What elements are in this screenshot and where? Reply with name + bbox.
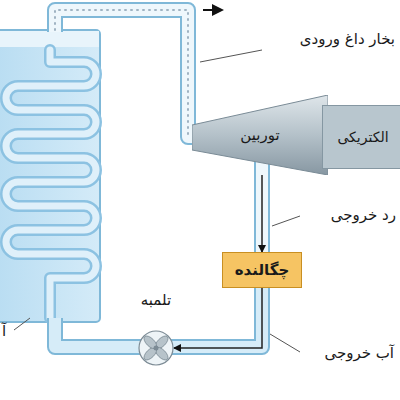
pipes bbox=[55, 10, 262, 347]
node-text: توربین bbox=[240, 126, 279, 144]
node-text: الکتریکی bbox=[337, 129, 388, 145]
boiler-coil-core bbox=[6, 50, 96, 318]
boiler-tank bbox=[0, 30, 100, 322]
node-text: تلمبه bbox=[141, 291, 171, 309]
leader-lines bbox=[14, 50, 300, 352]
turbine: توربین bbox=[192, 95, 328, 175]
boiler-coil bbox=[6, 50, 96, 318]
flow-connector bbox=[261, 175, 263, 252]
callout-label: آ bbox=[2, 322, 26, 341]
pump-symbol bbox=[138, 330, 174, 366]
flow-connector bbox=[174, 288, 262, 348]
condenser-box: چگالنده bbox=[222, 252, 302, 288]
callout-label: آب خروجی bbox=[298, 344, 394, 363]
callout-label: رد خروجی bbox=[302, 206, 396, 225]
flow-arrow-stem bbox=[203, 9, 213, 11]
flow-arrow bbox=[212, 4, 224, 16]
generator-box: الکتریکی bbox=[322, 105, 400, 169]
pump: تلمبه bbox=[125, 291, 187, 366]
node-text: چگالنده bbox=[235, 261, 289, 279]
callout-label: بخار داغ ورودی bbox=[250, 30, 395, 49]
